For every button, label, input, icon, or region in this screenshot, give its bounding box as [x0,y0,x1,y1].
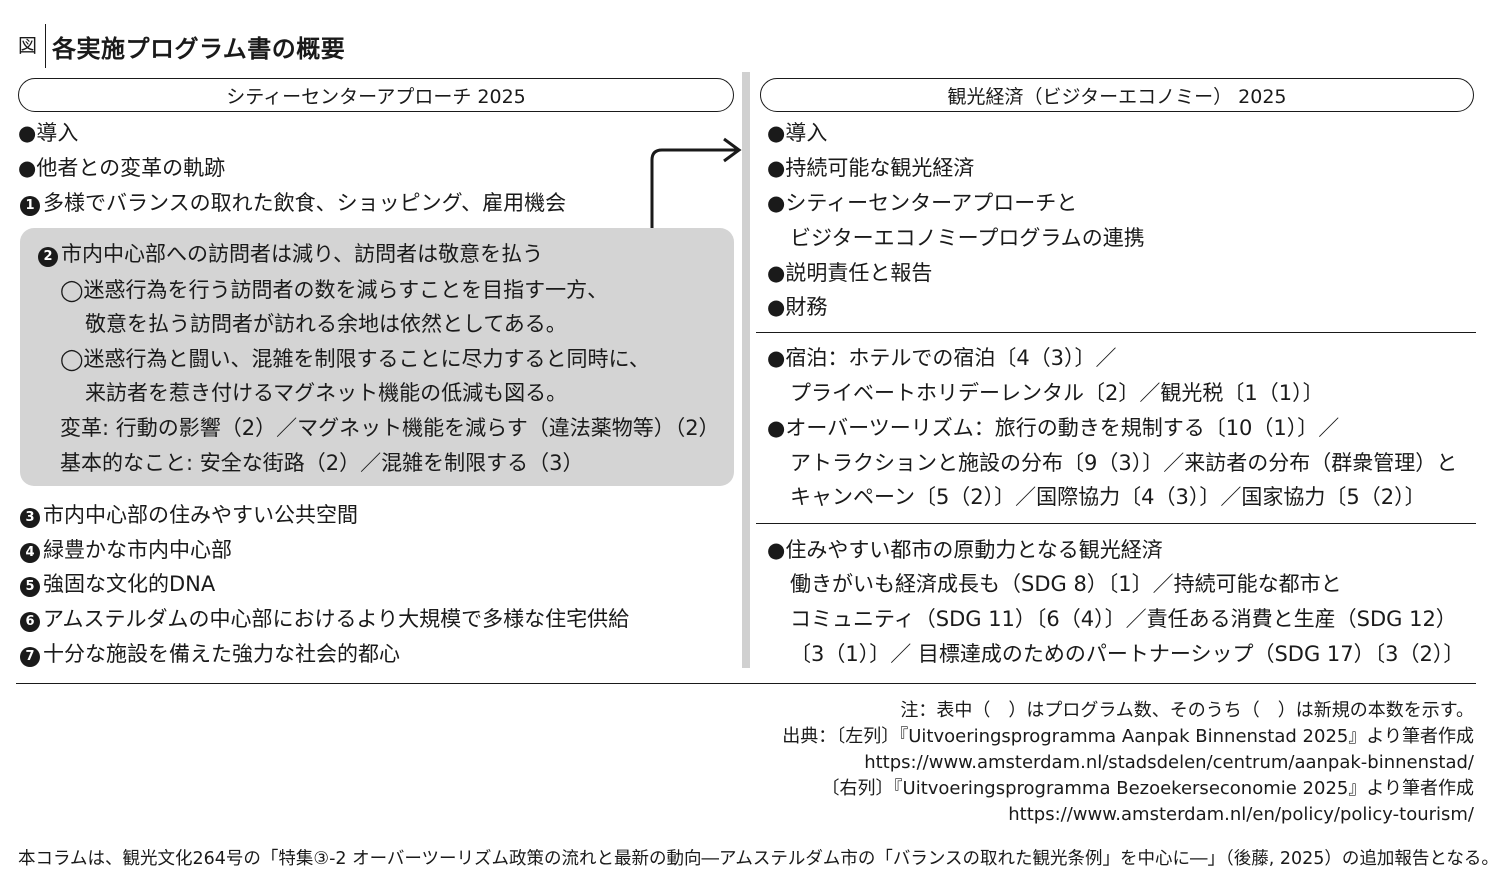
highlight-box [20,228,734,486]
left-column-header: シティーセンターアプローチ 2025 [18,78,734,112]
right-item: ●宿泊：ホテルでの宿泊〔4（3）〕／ [767,346,1117,370]
right-item: ●シティーセンターアプローチと [767,191,1078,215]
figure-title: 各実施プログラム書の概要 [52,34,346,63]
bullet-marker: ● [18,121,37,145]
box-line: 基本的なこと: 安全な街路（2）／混雑を制限する（3） [60,451,584,475]
section-divider [756,523,1476,524]
column-divider [742,72,750,668]
number-badge-2: 2 [38,247,58,267]
section-divider [756,332,1476,333]
left-item: ●他者との変革の軌跡 [18,156,226,180]
figure-label-divider [45,24,47,68]
left-item: ●導入 [18,121,79,145]
note-text: 注：表中（ ）はプログラム数、そのうち（ ）は新規の本数を示す。 [900,700,1474,721]
right-item: コミュニティ（SDG 11）〔6（4）〕／責任ある消費と生産（SDG 12） [790,607,1457,631]
right-column-header: 観光経済（ビジターエコノミー） 2025 [760,78,1474,112]
bullet-marker: ● [18,156,37,180]
footer-note: 本コラムは、観光文化264号の「特集③-2 オーバーツーリズム政策の流れと最新の… [18,849,1492,869]
right-item: プライベートホリデーレンタル〔2〕／観光税〔1（1）〕 [790,381,1324,405]
number-badge-6: 6 [20,612,40,632]
box-line: 来訪者を惹き付けるマグネット機能の低減も図る。 [85,381,568,405]
source-text: 〔右列〕『Uitvoeringsprogramma Bezoekersecono… [821,778,1474,799]
arrow-icon [650,137,742,228]
number-badge-4: 4 [20,543,40,563]
figure-label: 図 [18,35,38,57]
right-item: ●オーバーツーリズム：旅行の動きを規制する〔10（1）〕／ [767,416,1340,440]
box-line: 変革: 行動の影響（2）／マグネット機能を減らす（違法薬物等）（2） [60,416,720,440]
source-url-right: https://www.amsterdam.nl/en/policy/polic… [1008,804,1474,825]
right-item: ●持続可能な観光経済 [767,156,975,180]
right-item: ●導入 [767,121,828,145]
source-url-left: https://www.amsterdam.nl/stadsdelen/cent… [864,752,1474,773]
right-item: ●住みやすい都市の原動力となる観光経済 [767,538,1163,562]
source-text: 出典：〔左列〕『Uitvoeringsprogramma Aanpak Binn… [782,726,1474,747]
figure-header: 図 各実施プログラム書の概要 [18,24,345,68]
number-badge-5: 5 [20,577,40,597]
right-item: ビジターエコノミープログラムの連携 [790,226,1145,250]
right-item: ●説明責任と報告 [767,261,933,285]
box-line: 敬意を払う訪問者が訪れる余地は依然としてある。 [85,312,567,336]
right-item: ●財務 [767,295,828,319]
bottom-rule [16,683,1476,684]
number-badge-7: 7 [20,647,40,667]
right-item: アトラクションと施設の分布〔9（3）〕／来訪者の分布（群衆管理）と [790,451,1458,475]
box-line: ◯迷惑行為を行う訪問者の数を減らすことを目指す一方、 [60,278,609,302]
number-badge-1: 1 [20,196,40,216]
right-item: キャンペーン〔5（2）〕／国際協力〔4（3）〕／国家協力〔5（2）〕 [790,485,1426,509]
box-line: ◯迷惑行為と闘い、混雑を制限することに尽力すると同時に、 [60,347,650,371]
right-item: 働きがいも経済成長も（SDG 8）〔1〕／持続可能な都市と [790,572,1342,596]
right-item: 〔3（1）〕／ 目標達成のためのパートナーシップ（SDG 17）〔3（2）〕 [790,642,1465,666]
number-badge-3: 3 [20,508,40,528]
